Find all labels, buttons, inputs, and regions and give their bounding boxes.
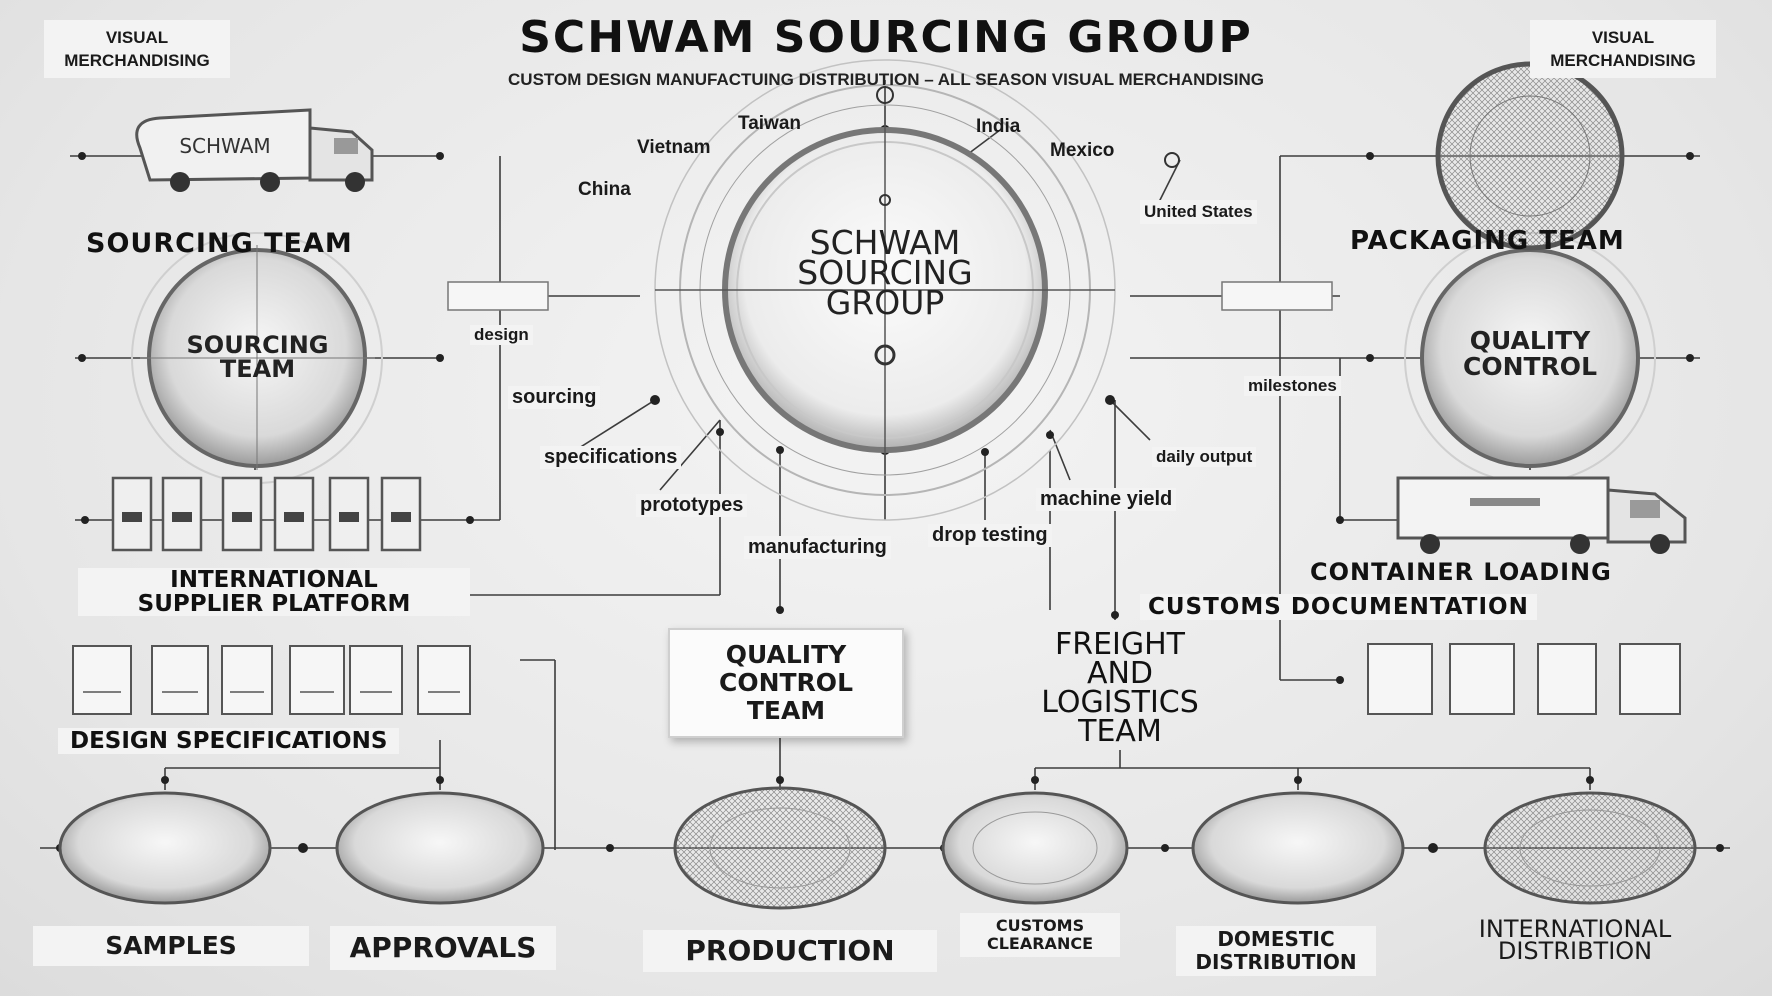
container-loading-label: CONTAINER LOADING [1310,558,1612,586]
corner-label-right: VISUAL MERCHANDISING [1530,20,1716,78]
process-design: design [470,325,533,345]
stage-domestic-distribution: DOMESTIC DISTRIBUTION [1176,926,1376,976]
process-sourcing: sourcing [508,386,601,409]
spec-cards [72,645,471,715]
freight-logistics-team-label: FREIGHT AND LOGISTICS TEAM [1041,627,1199,749]
process-specifications: specifications [540,446,682,469]
quality-control-circle-label: QUALITY CONTROL [1462,326,1597,381]
truck-left-shape [135,108,374,192]
center-hub-rings [654,59,1180,521]
packaging-team-label: PACKAGING TEAM [1350,226,1625,256]
country-taiwan: Taiwan [738,113,801,134]
country-united-states: United States [1140,200,1257,224]
sourcing-team-circle-label: SOURCING TEAM [186,331,329,383]
corner-label-left: VISUAL MERCHANDISING [44,20,230,78]
country-china: China [578,179,631,200]
stage-approvals: APPROVALS [330,926,556,970]
process-milestones: milestones [1244,376,1341,396]
country-vietnam: Vietnam [637,137,711,158]
page-subtitle: CUSTOM DESIGN MANUFACTUING DISTRIBUTION … [508,70,1264,89]
server-units [111,476,422,552]
country-mexico: Mexico [1050,140,1115,161]
stage-production: PRODUCTION [643,930,937,972]
truck-left-label: SCHWAM [179,134,271,158]
stage-international-distribution: INTERNATIONAL DISTRIBTION [1478,915,1672,965]
process-daily-output: daily output [1152,447,1257,467]
customs-documentation-label: CUSTOMS DOCUMENTATION [1140,594,1537,620]
process-machine-yield: machine yield [1036,488,1177,511]
process-manufacturing: manufacturing [744,536,891,559]
process-prototypes: prototypes [636,494,748,517]
customs-cards [1367,643,1681,715]
design-specifications-label: DESIGN SPECIFICATIONS [58,728,400,754]
center-hub-label: SCHWAM SOURCING GROUP [797,223,973,322]
stage-customs-clearance: CUSTOMS CLEARANCE [960,913,1120,957]
stage-discs [58,786,1697,910]
country-india: India [976,116,1021,137]
quality-control-team-box: QUALITY CONTROL TEAM [668,628,904,738]
truck-right-shape [1396,476,1687,554]
supplier-platform-label: INTERNATIONAL SUPPLIER PLATFORM [78,568,470,616]
page-title: SCHWAM SOURCING GROUP [519,12,1253,63]
sourcing-team-heading: SOURCING TEAM [86,228,353,259]
process-drop-testing: drop testing [928,524,1052,547]
stage-samples: SAMPLES [33,926,309,966]
